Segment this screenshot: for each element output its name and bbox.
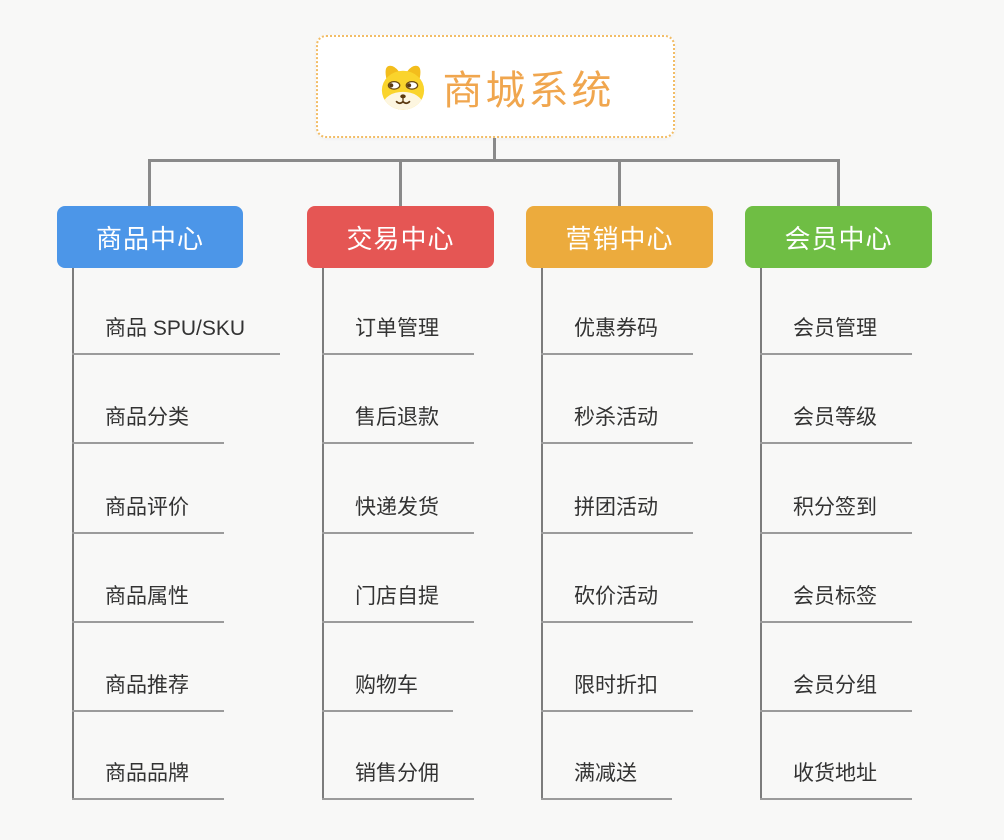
leaf-node[interactable]: 门店自提 — [322, 583, 474, 623]
leaf-node[interactable]: 订单管理 — [322, 315, 474, 355]
connector-drop-member — [837, 159, 840, 207]
connector-drop-trade — [399, 159, 402, 207]
branch-node-trade[interactable]: 交易中心 — [307, 206, 494, 268]
leaf-node[interactable]: 砍价活动 — [541, 583, 693, 623]
connector-horizontal-bar — [148, 159, 839, 162]
leaf-node[interactable]: 拼团活动 — [541, 494, 693, 534]
root-node[interactable]: 商城系统 — [316, 35, 675, 138]
connector-drop-product — [148, 159, 151, 207]
branch-node-marketing[interactable]: 营销中心 — [526, 206, 713, 268]
leaf-node[interactable]: 秒杀活动 — [541, 404, 693, 444]
branch-node-member[interactable]: 会员中心 — [745, 206, 932, 268]
leaf-node[interactable]: 购物车 — [322, 672, 453, 712]
root-title: 商城系统 — [442, 68, 615, 113]
connector-drop-marketing — [618, 159, 621, 207]
leaf-node[interactable]: 会员等级 — [760, 404, 912, 444]
leaf-node[interactable]: 商品属性 — [72, 583, 224, 623]
leaf-node[interactable]: 限时折扣 — [541, 672, 693, 712]
leaf-node[interactable]: 收货地址 — [760, 760, 912, 800]
leaf-node[interactable]: 积分签到 — [760, 494, 912, 534]
leaf-node[interactable]: 会员管理 — [760, 315, 912, 355]
leaf-node[interactable]: 满减送 — [541, 760, 672, 800]
leaf-node[interactable]: 优惠券码 — [541, 315, 693, 355]
leaf-node[interactable]: 商品分类 — [72, 404, 224, 444]
branch-children-marketing: 优惠券码 秒杀活动 拼团活动 砍价活动 限时折扣 满减送 — [541, 268, 791, 813]
leaf-node[interactable]: 商品推荐 — [72, 672, 224, 712]
connector-root-stem — [493, 138, 496, 161]
leaf-node[interactable]: 会员分组 — [760, 672, 912, 712]
branch-node-product[interactable]: 商品中心 — [57, 206, 243, 268]
dog-face-icon — [381, 65, 424, 110]
branch-children-product: 商品 SPU/SKU 商品分类 商品评价 商品属性 商品推荐 商品品牌 — [72, 268, 322, 813]
branch-children-trade: 订单管理 售后退款 快递发货 门店自提 购物车 销售分佣 — [322, 268, 572, 813]
leaf-node[interactable]: 会员标签 — [760, 583, 912, 623]
leaf-node[interactable]: 售后退款 — [322, 404, 474, 444]
leaf-node[interactable]: 快递发货 — [322, 494, 474, 534]
leaf-node[interactable]: 商品 SPU/SKU — [72, 315, 281, 355]
leaf-node[interactable]: 商品评价 — [72, 494, 224, 534]
leaf-node[interactable]: 商品品牌 — [72, 760, 224, 800]
branch-children-member: 会员管理 会员等级 积分签到 会员标签 会员分组 收货地址 — [760, 268, 1004, 813]
leaf-node[interactable]: 销售分佣 — [322, 760, 474, 800]
